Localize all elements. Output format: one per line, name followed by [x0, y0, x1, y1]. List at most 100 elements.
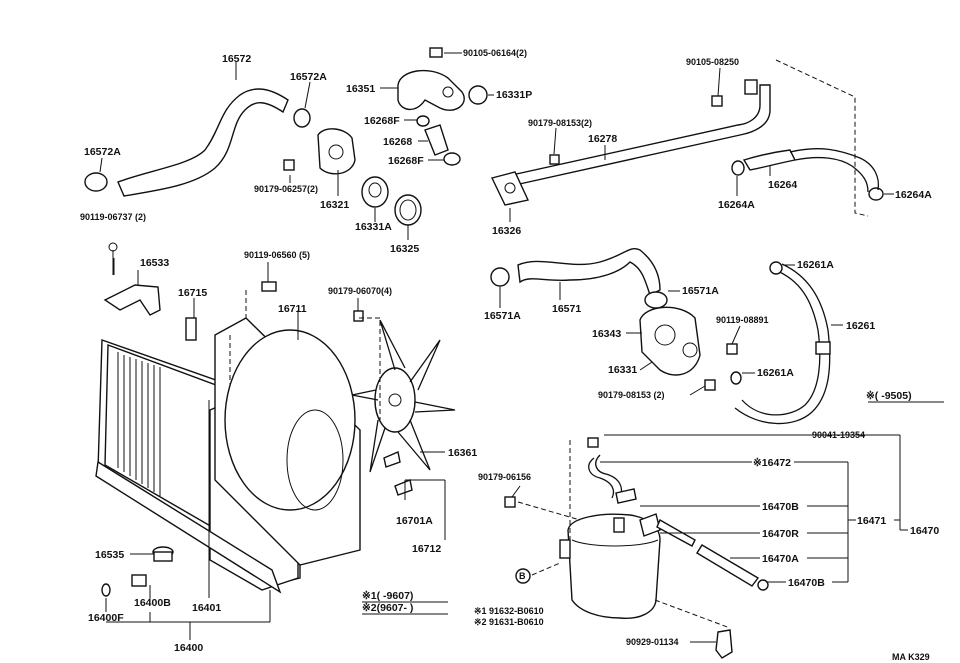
bracket-16715[interactable]: [185, 317, 197, 341]
hose-clamp-16261A-top[interactable]: [769, 261, 783, 275]
label-16470B-bottom: 16470B: [788, 577, 825, 589]
label-16400F: 16400F: [88, 612, 124, 624]
label-90179-08153-top: 90179-08153(2): [528, 118, 592, 128]
label-16572A-left: 16572A: [84, 146, 121, 158]
hose-clamp-16572A-left[interactable]: [84, 172, 108, 192]
label-16268F-a: 16268F: [364, 115, 400, 127]
note-2: ※2(9607- ): [362, 602, 413, 614]
label-16571: 16571: [552, 303, 581, 315]
clamp-90041-19354[interactable]: [587, 437, 599, 448]
label-16331A: 16331A: [355, 221, 392, 233]
label-90179-06257: 90179-06257(2): [254, 184, 318, 194]
label-16472: ※16472: [753, 457, 791, 469]
bolt-90105-08250[interactable]: [711, 95, 723, 107]
label-16701A: 16701A: [396, 515, 433, 527]
hose-16268[interactable]: [424, 124, 449, 156]
label-16331: 16331: [608, 364, 637, 376]
leader-lines: [99, 52, 944, 643]
label-90179-06156: 90179-06156: [478, 472, 531, 482]
label-90119-08891: 90119-08891: [716, 315, 769, 325]
bolt-90179-08153-top[interactable]: [549, 154, 560, 165]
bolt-90179-06070[interactable]: [353, 310, 364, 322]
label-16325: 16325: [390, 243, 419, 255]
hose-clamp-16264A-right[interactable]: [868, 187, 884, 201]
bolt-90179-08153-bottom[interactable]: [704, 379, 716, 391]
label-16400: 16400: [174, 642, 203, 654]
diagram-code: MA K329: [892, 652, 930, 662]
label-16711: 16711: [278, 303, 307, 315]
label-16400B: 16400B: [134, 597, 171, 609]
upper-radiator-hose[interactable]: [117, 88, 289, 197]
overflow-tube-16470A[interactable]: [656, 519, 760, 587]
drain-cock-16400F[interactable]: [101, 583, 111, 597]
hose-16264-extension: [789, 148, 880, 191]
water-hose-16261[interactable]: [734, 263, 831, 425]
reserve-tank-cap[interactable]: [559, 539, 571, 559]
water-inlet-pipe-16351[interactable]: [397, 69, 465, 111]
hose-clamp-16268F-upper[interactable]: [416, 115, 430, 127]
label-16261: 16261: [846, 320, 875, 332]
thermostat-housing-16321[interactable]: [317, 128, 356, 175]
lower-radiator-hose-16571[interactable]: [517, 248, 661, 296]
label-16326: 16326: [492, 225, 521, 237]
label-90179-08153-bottom: 90179-08153 (2): [598, 390, 665, 400]
hose-clamp-16261A-bottom[interactable]: [730, 371, 742, 385]
gasket-16325[interactable]: [394, 194, 422, 226]
label-16715: 16715: [178, 287, 207, 299]
label-90119-06737: 90119-06737 (2): [80, 212, 146, 222]
cooling-fan[interactable]: [351, 319, 456, 473]
fan-bracket[interactable]: [383, 451, 413, 496]
fan-shroud[interactable]: [214, 317, 361, 566]
hose-clamp-16571A-left[interactable]: [490, 267, 510, 287]
drain-plug-16535[interactable]: [152, 546, 174, 562]
pipe-flange-16326[interactable]: [491, 171, 530, 206]
hose-clip-16470B-top[interactable]: [615, 488, 637, 504]
label-16264A-right: 16264A: [895, 189, 932, 201]
clip-90929-01134[interactable]: [715, 629, 733, 659]
label-16535: 16535: [95, 549, 124, 561]
bolt-90105-06164[interactable]: [429, 47, 443, 58]
label-16268: 16268: [383, 136, 412, 148]
radiator-support-bracket[interactable]: [103, 242, 161, 316]
tank-inlet-16470R[interactable]: [639, 513, 661, 537]
label-16471: 16471: [857, 515, 886, 527]
label-16264: 16264: [768, 179, 797, 191]
hose-clamp-16571A-right[interactable]: [644, 291, 668, 309]
label-16572A-top: 16572A: [290, 71, 327, 83]
hose-16264-extension-2: [794, 156, 869, 193]
reserve-tank[interactable]: [567, 513, 661, 619]
bolt-90119-08891[interactable]: [726, 343, 738, 355]
svg-text:B: B: [519, 571, 526, 581]
label-16278: 16278: [588, 133, 617, 145]
label-90929-01134: 90929-01134: [626, 637, 679, 647]
label-16571A-left: 16571A: [484, 310, 521, 322]
hose-clip-16470B-bottom[interactable]: [757, 579, 769, 591]
label-90105-06164: 90105-06164(2): [463, 48, 527, 58]
label-16470A: 16470A: [762, 553, 799, 565]
label-16571A-right: 16571A: [682, 285, 719, 297]
bolt-90119-06560[interactable]: [261, 281, 277, 292]
label-90179-06070: 90179-06070(4): [328, 286, 392, 296]
hose-clamp-16268F-lower[interactable]: [443, 152, 461, 166]
label-16351: 16351: [346, 83, 375, 95]
label-16470: 16470: [910, 525, 939, 537]
water-inlet-16331[interactable]: [639, 306, 701, 376]
bracket-part-91632[interactable]: B: [515, 568, 531, 584]
label-16261A-bottom: 16261A: [757, 367, 794, 379]
bolt-90179-06156[interactable]: [504, 496, 516, 508]
thermostat-16331A[interactable]: [361, 176, 389, 208]
hose-clamp-16572A-top[interactable]: [293, 108, 311, 128]
drain-cock-16400B[interactable]: [131, 574, 147, 587]
label-90105-08250: 90105-08250: [686, 57, 739, 67]
bypass-pipe-16278[interactable]: [511, 79, 771, 186]
reserve-tank-hose-16472[interactable]: [588, 454, 623, 499]
label-16331P: 16331P: [496, 89, 532, 101]
gasket-16331P[interactable]: [468, 85, 488, 105]
hose-clamp-16264A-left[interactable]: [731, 160, 745, 176]
note-1: ※1( -9607): [362, 590, 413, 602]
bolt-90179-06257[interactable]: [283, 159, 295, 171]
label-16321: 16321: [320, 199, 349, 211]
label-16261A-top: 16261A: [797, 259, 834, 271]
